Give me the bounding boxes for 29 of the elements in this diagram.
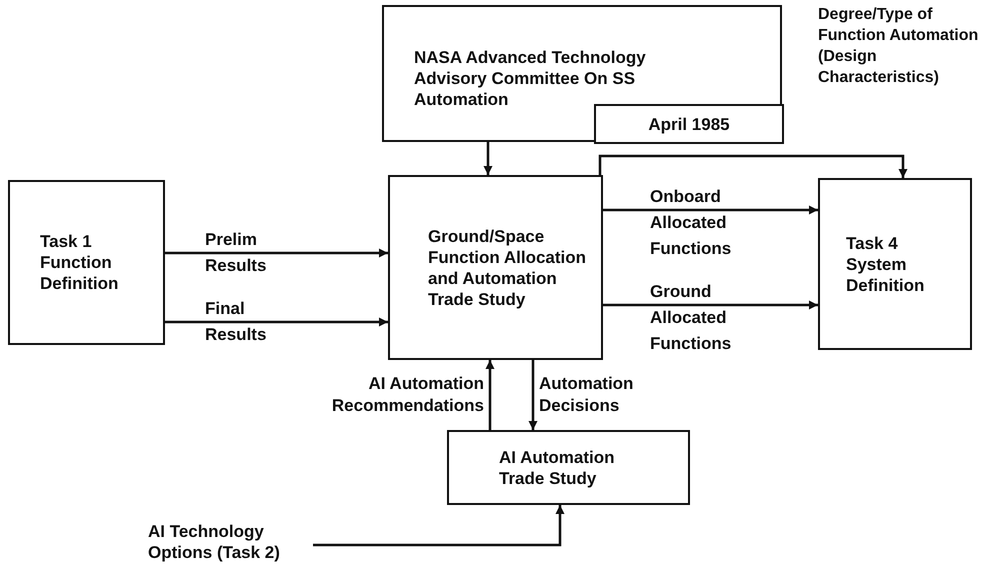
edge-label: AI Automation Recommendations	[330, 373, 484, 417]
node-label: Task 4 System Definition	[846, 232, 926, 296]
node-label: Ground/Space Function Allocation and Automation Trade Study	[428, 226, 588, 310]
arrow	[528, 360, 538, 430]
arrow	[484, 142, 492, 175]
node-label: AI Technology Options (Task 2)	[148, 520, 281, 562]
process-box	[8, 180, 165, 345]
node-label: April 1985	[648, 114, 730, 134]
process-box	[388, 175, 603, 360]
arrow	[165, 248, 388, 258]
arrow	[486, 360, 494, 430]
process-box	[594, 104, 784, 144]
arrow	[603, 300, 818, 310]
arrow	[165, 318, 388, 326]
arrow	[598, 154, 908, 178]
process-box	[447, 430, 690, 505]
edge-label: Final Results	[205, 298, 268, 346]
edge-label: Automation Decisions	[539, 373, 634, 417]
edge-label: Degree/Type of Function Automation (Design Characteristics)	[818, 5, 980, 88]
edge-label: Prelim Results	[205, 229, 268, 277]
arrow	[313, 505, 564, 546]
process-box	[382, 5, 782, 142]
node-label: AI Automation Trade Study	[499, 446, 616, 488]
arrow	[603, 206, 818, 214]
edge-label: Onboard Allocated Functions	[650, 186, 732, 260]
process-box	[818, 178, 972, 350]
node-label: Task 1 Function Definition	[40, 231, 120, 294]
node-label: NASA Advanced Technology Advisory Committee On SS Automation	[414, 47, 647, 110]
edge-label: Ground Allocated Functions	[650, 281, 732, 355]
